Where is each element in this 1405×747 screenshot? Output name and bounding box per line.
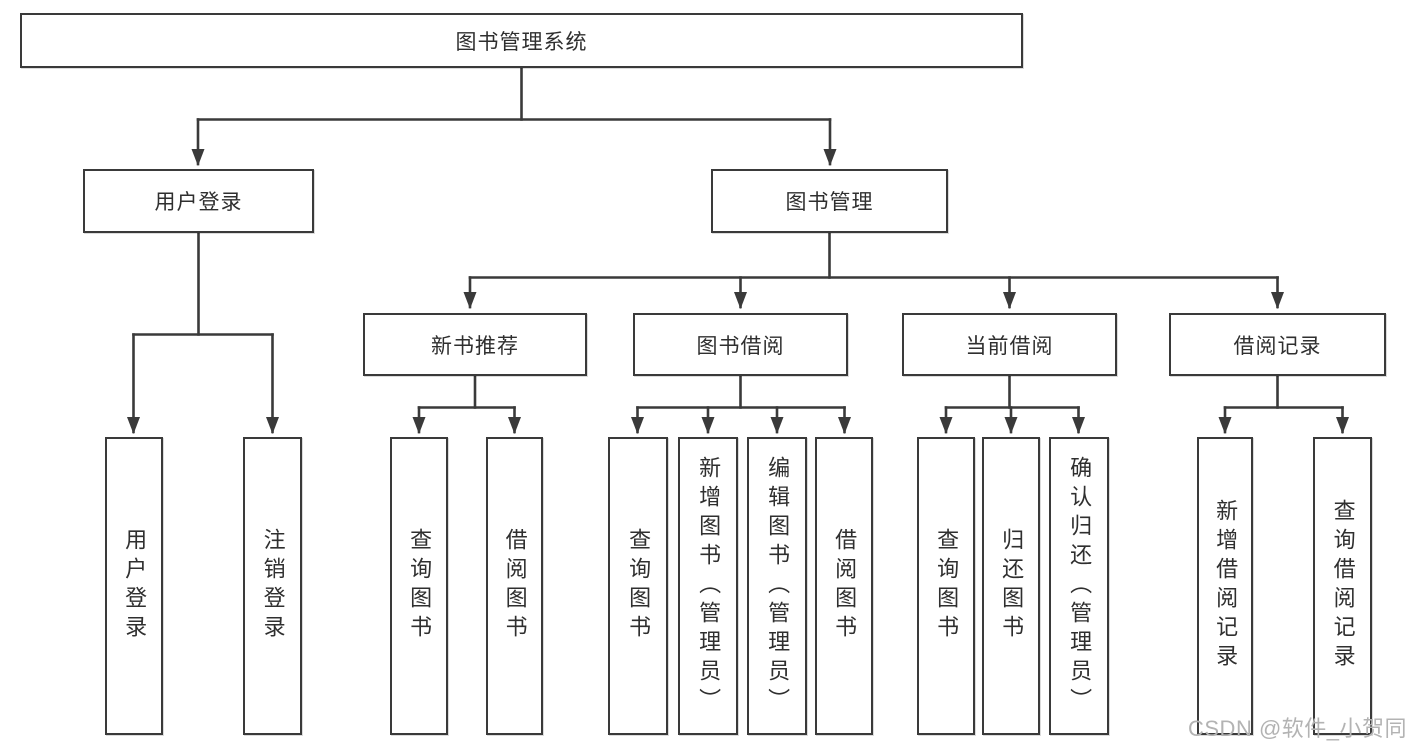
node-current-borrowing: 当前借阅 (902, 313, 1117, 376)
edges-user-login (127, 231, 279, 434)
node-query-borrow-record: 查询借阅记录 (1313, 437, 1372, 735)
node-new-book-recommendation: 新书推荐 (363, 313, 587, 376)
node-add-borrow-record: 新增借阅记录 (1197, 437, 1253, 735)
node-user-login: 用户登录 (105, 437, 163, 735)
node-book-management: 图书管理 (711, 169, 948, 233)
node-logout: 注销登录 (243, 437, 302, 735)
node-add-books-admin: 新增图书（管理员） (678, 437, 738, 735)
node-borrow-books-recommend: 借阅图书 (486, 437, 543, 735)
edges-new-book-recommendation (412, 374, 521, 434)
node-query-books-recommend: 查询图书 (390, 437, 448, 735)
node-confirm-return-admin: 确认归还（管理员） (1049, 437, 1109, 735)
node-borrow-books: 借阅图书 (815, 437, 873, 735)
edges-borrowing-records (1218, 374, 1349, 434)
node-return-books: 归还图书 (982, 437, 1040, 735)
node-user-login-branch: 用户登录 (83, 169, 314, 233)
node-query-books-borrowing: 查询图书 (608, 437, 668, 735)
edges-current-borrowing (939, 374, 1085, 434)
watermark: CSDN @软件_小贺同学 (1188, 716, 1405, 741)
edges-book-borrowing (631, 374, 851, 434)
node-borrowing-records: 借阅记录 (1169, 313, 1386, 376)
node-library-management-system: 图书管理系统 (20, 13, 1023, 68)
node-book-borrowing: 图书借阅 (633, 313, 848, 376)
node-query-books-current: 查询图书 (917, 437, 975, 735)
node-edit-books-admin: 编辑图书（管理员） (747, 437, 807, 735)
edges-root (191, 66, 837, 166)
edges-book-management (463, 231, 1284, 309)
